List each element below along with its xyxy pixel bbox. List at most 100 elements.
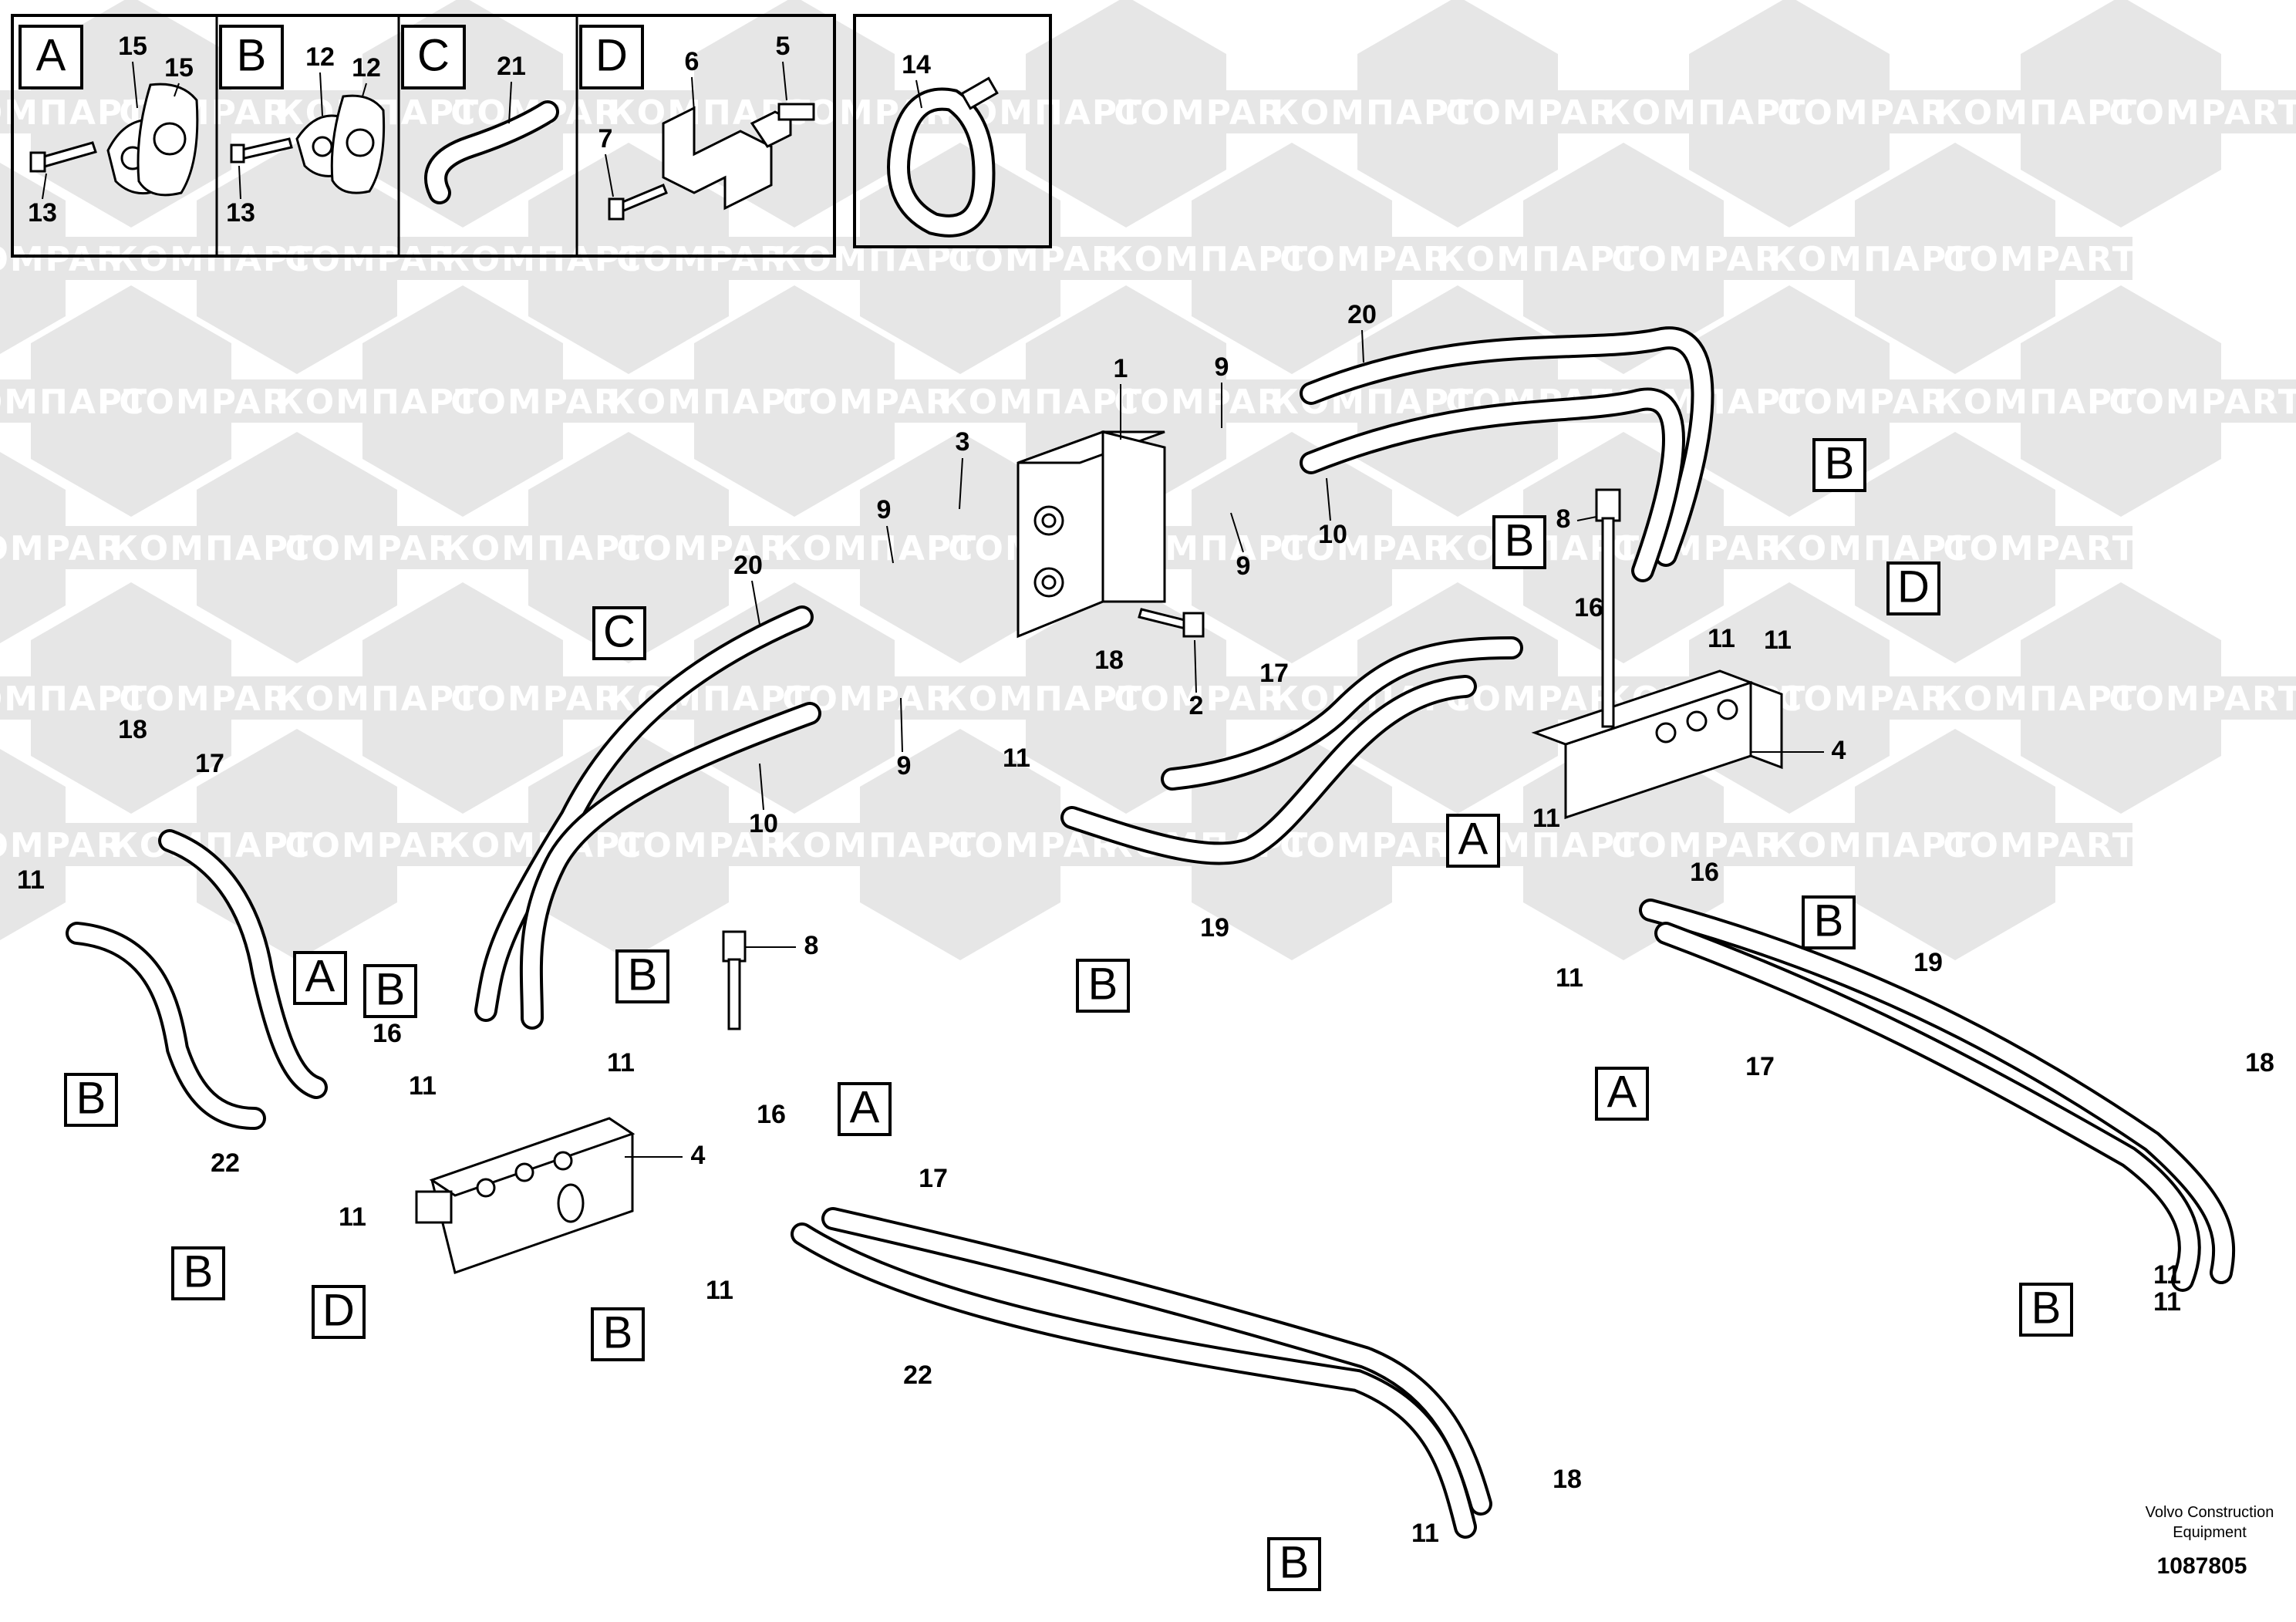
watermark-text-right: COMPART (1445, 93, 1640, 133)
callout-part-8-left: 8 (804, 931, 819, 960)
legend-a-part-1: 15 (118, 32, 147, 61)
footer-drawing-number: 1087805 (2157, 1553, 2247, 1579)
watermark-text-left: КОМПАРТ (110, 529, 314, 568)
legend-d-part-2: 5 (776, 32, 791, 61)
watermark-text-left: КОМПАРТ (939, 383, 1143, 422)
callout-part-2: 2 (1189, 691, 1204, 720)
callout-part-4-left: 4 (691, 1141, 706, 1170)
watermark-text-left: КОМПАРТ (0, 679, 148, 719)
watermark-text-left: КОМПАРТ (276, 383, 480, 422)
watermark-text-left: КОМПАРТ (0, 383, 148, 422)
reference-box: B (64, 1073, 118, 1127)
legend-a-part-2: 15 (164, 53, 194, 83)
callout-part-17: 17 (195, 749, 224, 778)
legend-c-part-1: 21 (497, 52, 526, 81)
callout-part-19: 19 (1913, 948, 1943, 977)
watermark-text-right: COMPART (1611, 826, 1805, 865)
watermark-text-left: КОМПАРТ (1934, 679, 2138, 719)
reference-letter: A (850, 1082, 880, 1132)
reference-box: D (312, 1285, 366, 1339)
reference-letter: D (1897, 561, 1930, 612)
callout-part-16: 16 (1574, 593, 1603, 622)
watermark-text-left: КОМПАРТ (774, 826, 977, 865)
legend-clamp-icon (887, 76, 999, 238)
watermark-text-right: COMPART (1279, 529, 1474, 568)
watermark-text-left: КОМПАРТ (1768, 529, 1972, 568)
watermark-text-right: COMPART (1943, 240, 2137, 279)
watermark-text-right: COMPART (285, 240, 479, 279)
legend-c-hose-icon (424, 100, 559, 204)
callout-part-11: 11 (1003, 744, 1030, 773)
watermark-text-right: COMPART (616, 240, 811, 279)
watermark-text-left: КОМПАРТ (1934, 383, 2138, 422)
reference-box: B (1802, 895, 1856, 949)
callout-part-11: 11 (2153, 1260, 2181, 1290)
callout-part-17: 17 (919, 1164, 948, 1193)
callout-part-16: 16 (1690, 858, 1719, 887)
reference-box: A (838, 1082, 892, 1136)
legend-d-part-3: 7 (598, 124, 613, 153)
legend-letter-c: C (417, 30, 450, 80)
callout-part-16: 16 (757, 1100, 786, 1129)
watermark-text-right: COMPART (450, 679, 645, 719)
watermark-text-left: КОМПАРТ (442, 240, 646, 279)
component-layer (415, 430, 1783, 1274)
reference-box: B (171, 1246, 225, 1300)
reference-letter: B (603, 1307, 633, 1357)
reference-box: C (592, 606, 646, 660)
reference-letter: B (1825, 438, 1855, 488)
reference-letter: A (1458, 814, 1489, 864)
watermark-text-left: КОМПАРТ (1768, 240, 1972, 279)
reference-letter: A (1607, 1067, 1637, 1117)
reference-box: B (615, 949, 669, 1003)
callout-part-8-right: 8 (1556, 504, 1571, 534)
callout-part-16: 16 (373, 1019, 402, 1048)
watermark-text-left: КОМПАРТ (276, 679, 480, 719)
watermark-text-right: COMPART (1777, 383, 1971, 422)
watermark-text-left: КОМПАРТ (110, 240, 314, 279)
callout-part-11: 11 (17, 865, 45, 895)
callout-part-20-a: 20 (1347, 300, 1377, 329)
watermark-text-left: КОМПАРТ (1271, 93, 1475, 133)
legend-box-b (219, 25, 284, 89)
bolt-8-left (722, 930, 747, 1030)
watermark-text-right: COMPART (2109, 93, 2296, 133)
watermark-text-right: COMPART (1777, 93, 1971, 133)
callout-part-18: 18 (1553, 1465, 1582, 1494)
reference-box: B (363, 964, 417, 1018)
callout-part-11: 11 (2153, 1287, 2181, 1317)
callout-part-11: 11 (339, 1202, 366, 1232)
watermark-text-right: COMPART (1279, 826, 1474, 865)
callout-part-1: 1 (1114, 354, 1128, 383)
reference-letter: B (1505, 515, 1535, 565)
watermark-text-right: COMPART (2109, 383, 2296, 422)
legend-a-flange-icon (29, 83, 199, 197)
watermark-text-right: COMPART (1114, 383, 1308, 422)
reference-letter: B (76, 1073, 106, 1123)
legend-box-a (19, 25, 83, 89)
footer-brand-line-2: Equipment (2173, 1524, 2247, 1541)
reference-letter: B (2031, 1283, 2062, 1333)
hose (474, 605, 814, 1022)
callout-part-17: 17 (1745, 1052, 1775, 1081)
callout-part-22: 22 (211, 1148, 240, 1178)
callout-part-22: 22 (903, 1361, 932, 1390)
callout-part-11: 11 (1556, 963, 1583, 993)
callout-part-11: 11 (1764, 626, 1792, 655)
callout-part-10-b: 10 (749, 809, 778, 838)
manifold-block-1 (1017, 430, 1166, 639)
